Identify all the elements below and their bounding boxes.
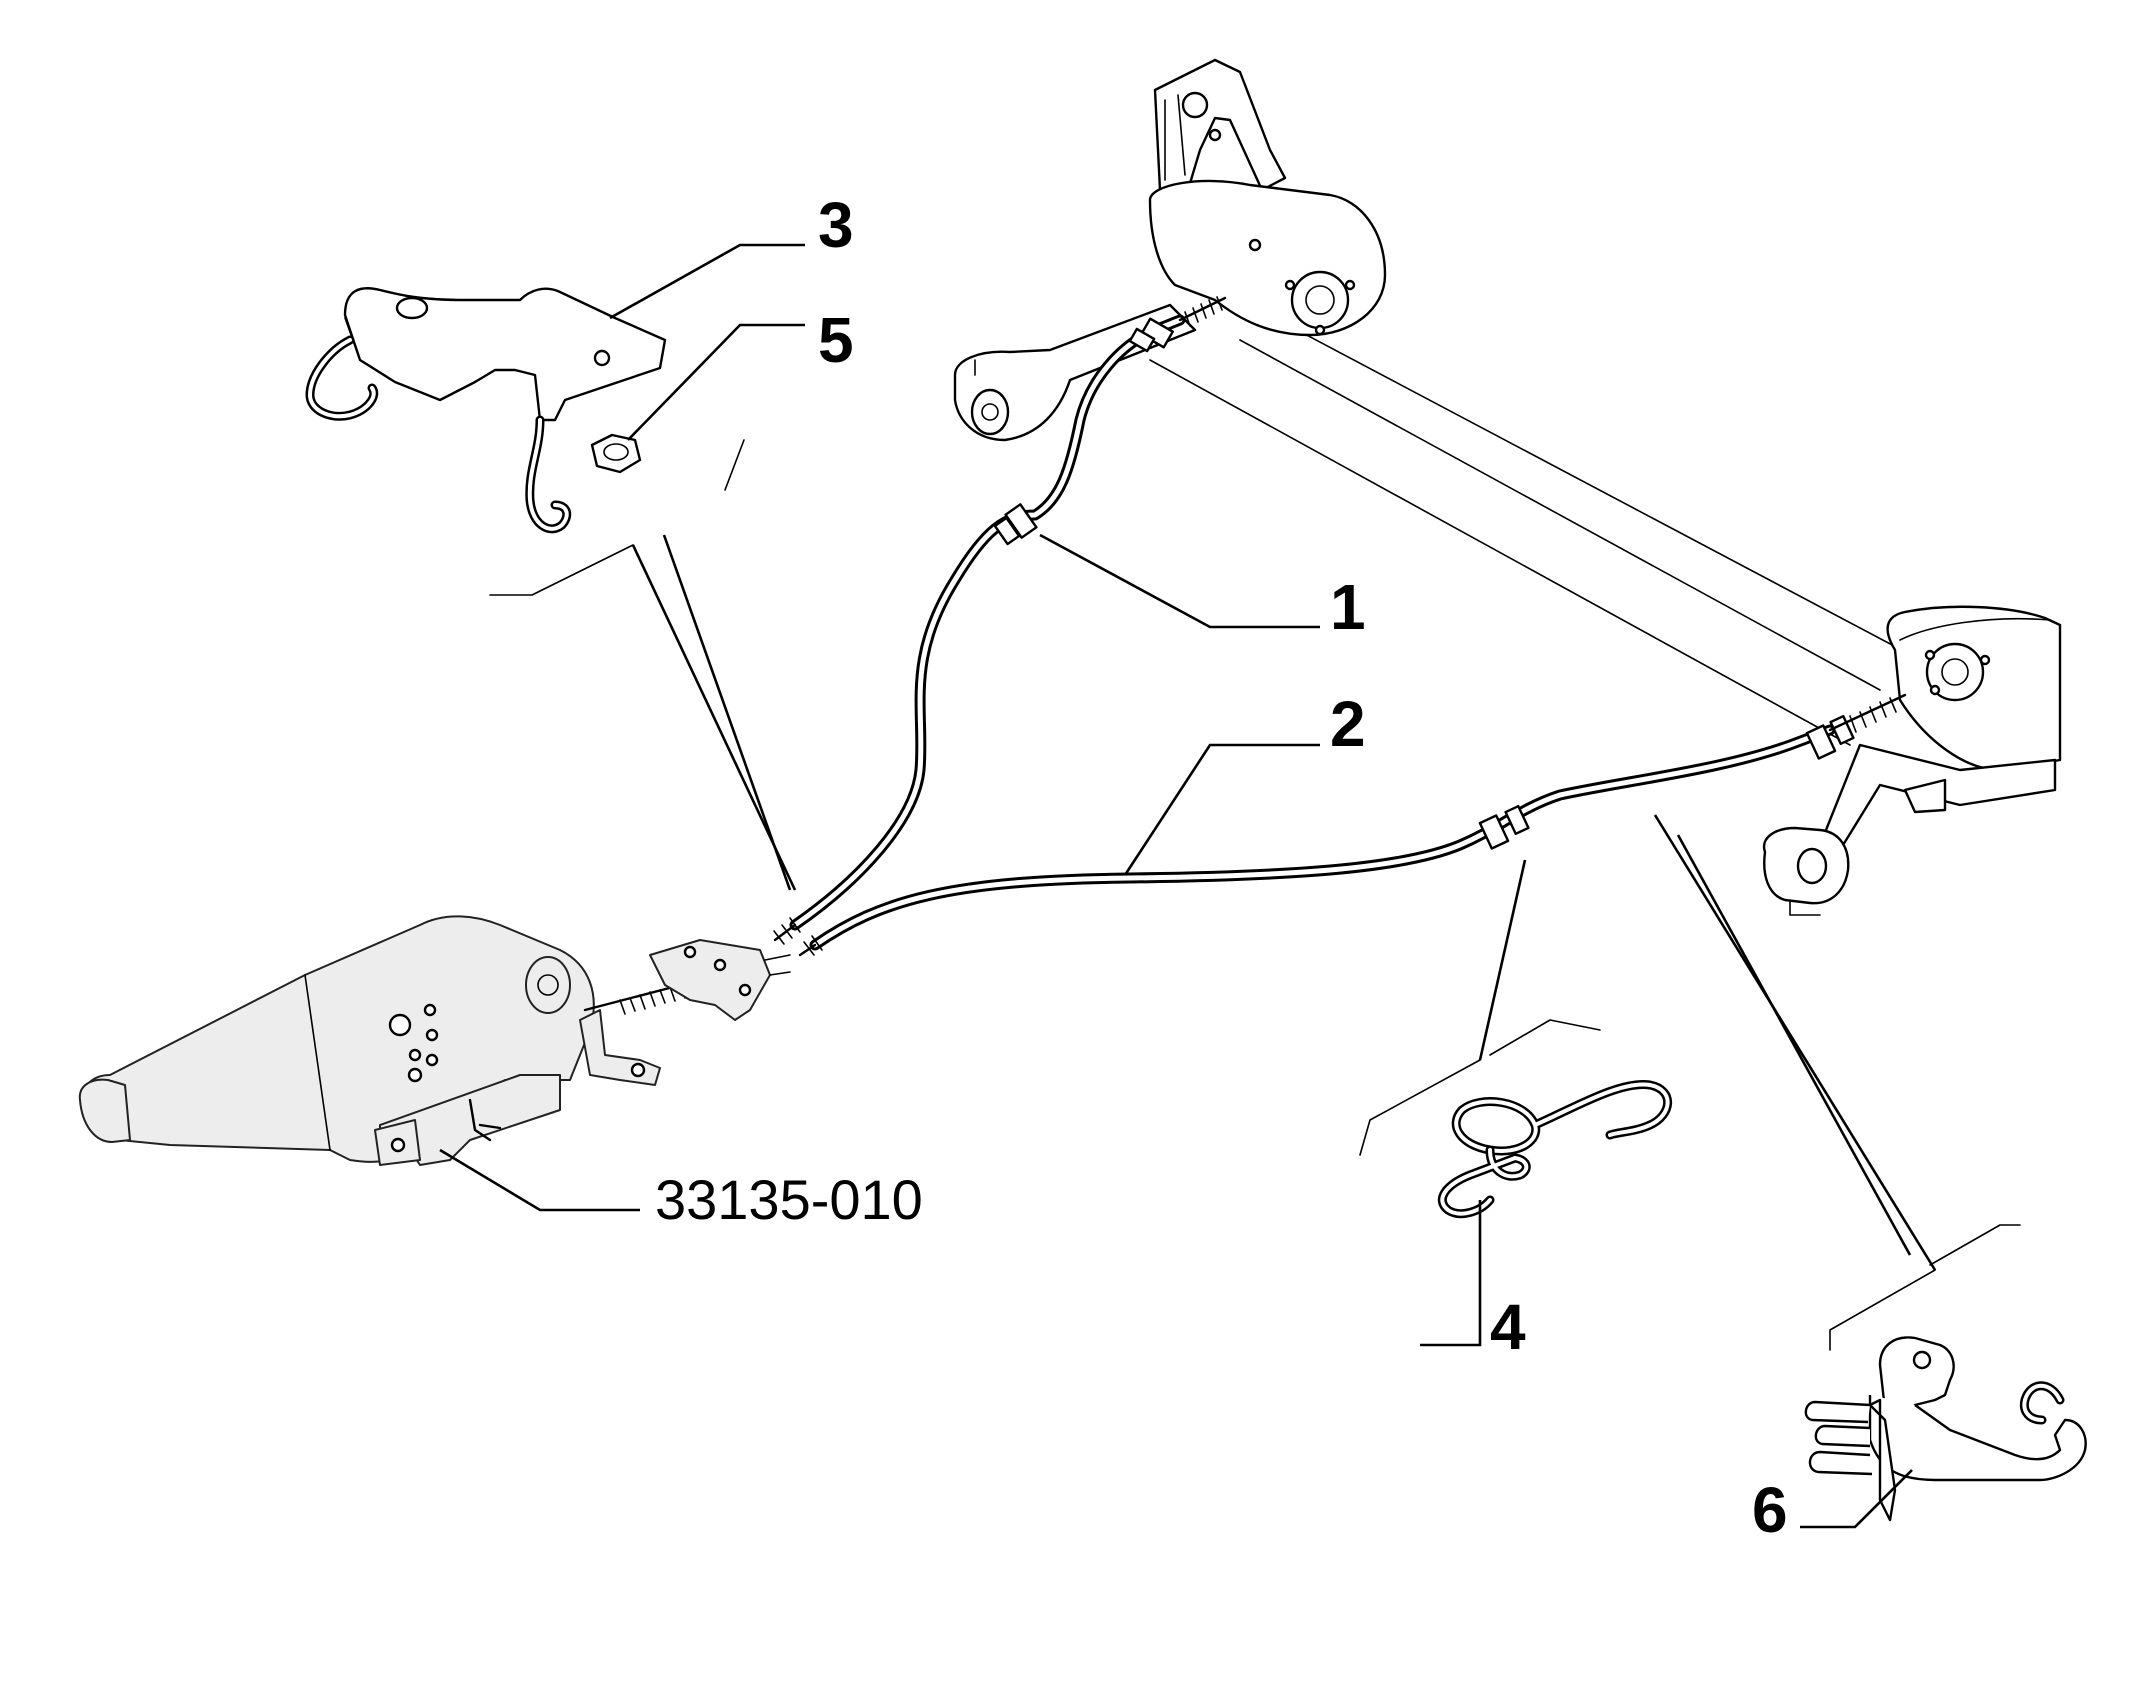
leader-3-5-down-b — [662, 534, 792, 891]
leader-ref — [439, 1148, 640, 1212]
callout-6: 6 — [1752, 1474, 1788, 1546]
handbrake-lever — [78, 915, 791, 1166]
part-3-bracket — [305, 287, 667, 534]
callout-1: 1 — [1330, 571, 1366, 643]
cable-1 — [773, 296, 1227, 945]
leader-1 — [1039, 533, 1320, 629]
break-lines — [489, 439, 2021, 1351]
callout-4: 4 — [1490, 1291, 1526, 1363]
leader-4 — [1420, 1200, 1482, 1347]
leader-5 — [627, 323, 805, 441]
part-5-nut — [590, 433, 642, 474]
part-6-retaining-bracket — [1804, 1336, 2087, 1522]
leader-lines — [439, 243, 1937, 1529]
callout-3: 3 — [818, 189, 854, 261]
callout-5: 5 — [818, 304, 854, 376]
callout-2: 2 — [1330, 688, 1366, 760]
leader-2 — [1123, 743, 1320, 876]
leader-4-up — [1478, 859, 1527, 1061]
callout-ref-lever: 33135-010 — [655, 1168, 923, 1231]
leader-6 — [1800, 1469, 1913, 1529]
cable-2 — [798, 693, 1907, 957]
part-4-spring-clip — [1437, 1079, 1673, 1219]
leader-3-5-down — [631, 544, 797, 891]
leader-3 — [609, 243, 805, 320]
rear-axle-beam — [953, 58, 2062, 916]
leader-6-up — [1653, 814, 1937, 1271]
leader-6-up-b — [1676, 834, 1912, 1256]
